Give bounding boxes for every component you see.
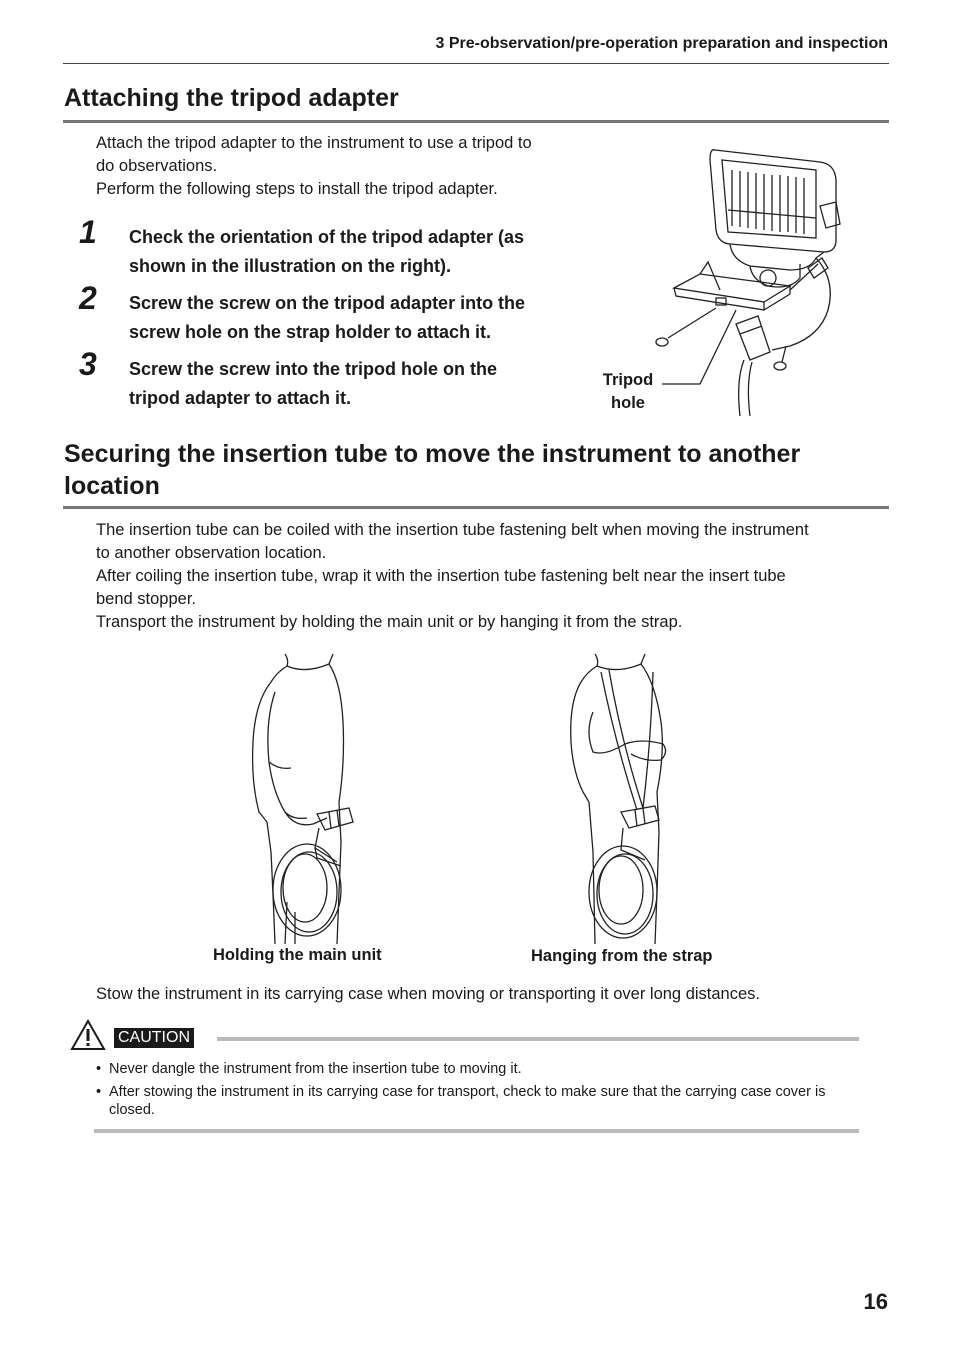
step-number: 2 [79, 280, 97, 316]
caption-holding-main-unit: Holding the main unit [213, 946, 382, 964]
chapter-header: 3 Pre-observation/pre-operation preparat… [435, 35, 888, 52]
step-line: screw hole on the strap holder to attach… [129, 322, 492, 342]
intro-line: Attach the tripod adapter to the instrum… [96, 134, 532, 152]
step-line: shown in the illustration on the right). [129, 256, 451, 276]
page-number: 16 [863, 1289, 888, 1314]
step-line: Screw the screw into the tripod hole on … [129, 359, 498, 379]
tripod-hole-label: Tripod hole [596, 369, 660, 415]
stow-instruction: Stow the instrument in its carrying case… [96, 985, 760, 1003]
label-line: hole [611, 394, 645, 412]
warning-triangle-icon [70, 1018, 106, 1050]
step-number: 3 [79, 346, 97, 382]
step-line: Check the orientation of the tripod adap… [129, 227, 525, 247]
intro-line: Perform the following steps to install t… [96, 180, 498, 198]
section-title-tripod-adapter: Attaching the tripod adapter [64, 84, 399, 112]
paragraph-line: After coiling the insertion tube, wrap i… [96, 567, 786, 585]
title-line: location [64, 472, 160, 500]
caution-label: CAUTION [114, 1028, 194, 1048]
header-rule [63, 63, 889, 64]
section1-intro: Attach the tripod adapter to the instrum… [96, 132, 532, 201]
holding-main-unit-illustration [251, 653, 354, 945]
step-text: Check the orientation of the tripod adap… [129, 223, 524, 281]
caption-hanging-from-strap: Hanging from the strap [531, 947, 713, 965]
section2-paragraph: The insertion tube can be coiled with th… [96, 519, 809, 634]
hanging-from-strap-illustration [570, 653, 667, 945]
step-number: 1 [79, 214, 97, 250]
caution-item: After stowing the instrument in its carr… [96, 1083, 856, 1119]
section-title-rule [63, 120, 889, 123]
paragraph-line: bend stopper. [96, 590, 196, 608]
caution-rule [217, 1037, 859, 1041]
tripod-adapter-illustration [655, 149, 841, 417]
label-line: Tripod [602, 371, 654, 389]
step-line: Screw the screw on the tripod adapter in… [129, 293, 526, 313]
paragraph-line: Transport the instrument by holding the … [96, 613, 683, 631]
caution-list: Never dangle the instrument from the ins… [96, 1060, 856, 1124]
caution-item: Never dangle the instrument from the ins… [96, 1060, 856, 1078]
section-title-rule [63, 506, 889, 509]
paragraph-line: The insertion tube can be coiled with th… [96, 521, 809, 539]
step-text: Screw the screw on the tripod adapter in… [129, 289, 525, 347]
caution-bottom-rule [94, 1129, 859, 1133]
step-text: Screw the screw into the tripod hole on … [129, 355, 497, 413]
title-line: Securing the insertion tube to move the … [64, 440, 801, 468]
step-line: tripod adapter to attach it. [129, 388, 352, 408]
paragraph-line: to another observation location. [96, 544, 327, 562]
intro-line: do observations. [96, 157, 218, 175]
section-title-securing-tube: Securing the insertion tube to move the … [64, 438, 800, 502]
